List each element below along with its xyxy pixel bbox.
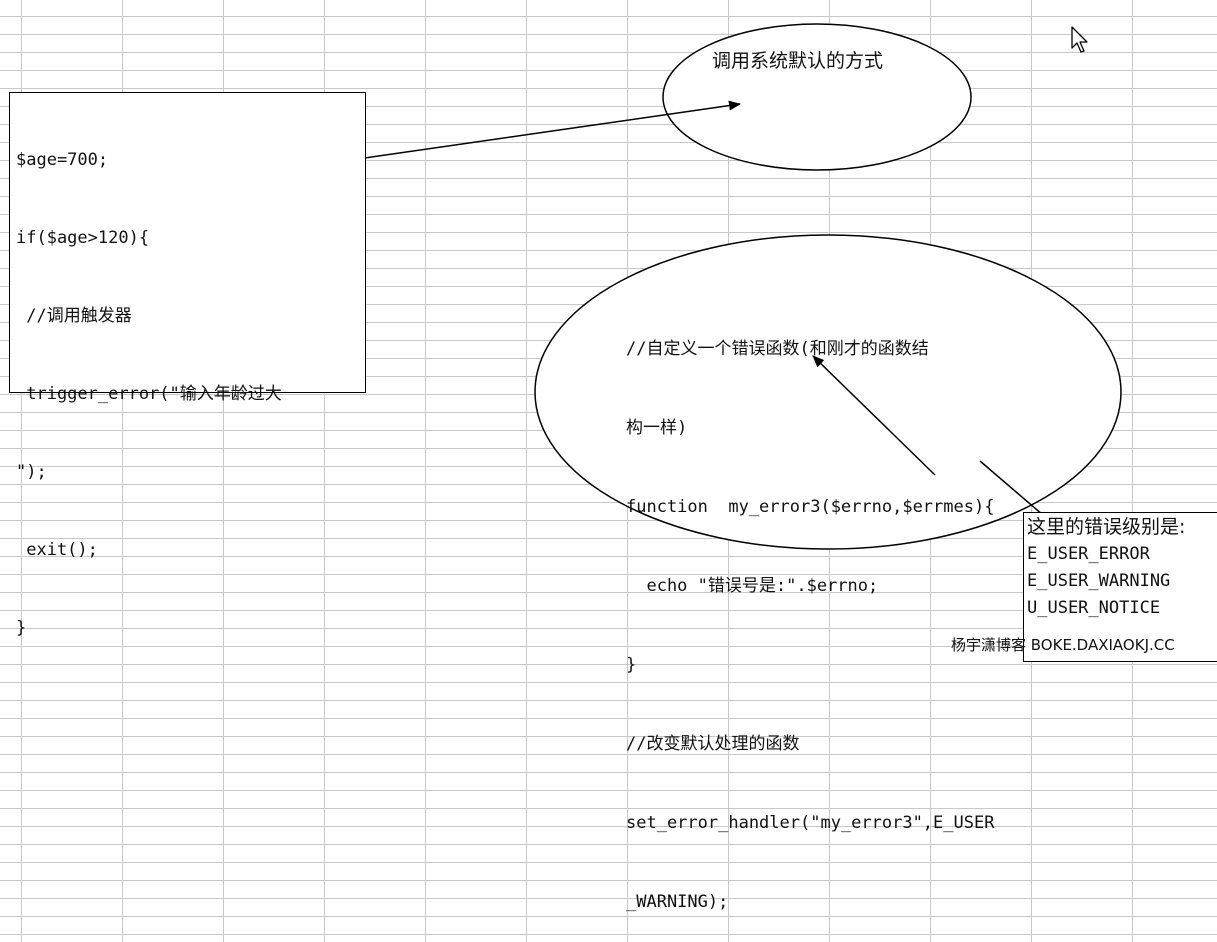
error-levels-title: 这里的错误级别是: (1027, 516, 1186, 538)
handler-line-3: function my_error3($errno,$errmes){ (626, 497, 995, 517)
error-level-item: E_USER_ERROR (1027, 544, 1150, 564)
error-level-item: E_USER_WARNING (1027, 571, 1171, 591)
big-ellipse-code: //自定义一个错误函数(和刚才的函数结 构一样) function my_err… (626, 284, 994, 942)
handler-line-7: set_error_handler("my_error3",E_USER (626, 813, 995, 833)
code-line-2: if($age>120){ (16, 228, 150, 248)
handler-line-6: //改变默认处理的函数 (626, 734, 800, 754)
handler-line-8: _WARNING); (626, 892, 729, 912)
big-ellipse (534, 234, 1122, 550)
code-line-7: } (16, 618, 27, 638)
code-line-1: $age=700; (16, 150, 109, 170)
handler-line-4: echo "错误号是:".$errno; (626, 576, 879, 596)
handler-line-5: } (626, 655, 637, 675)
code-line-5: "); (16, 462, 47, 482)
watermark: 杨宇潇博客 BOKE.DAXIAOKJ.CC (951, 636, 1175, 654)
top-ellipse-label: 调用系统默认的方式 (712, 50, 884, 72)
handler-line-1: //自定义一个错误函数(和刚才的函数结 (626, 339, 929, 359)
handler-line-2: 构一样) (626, 418, 688, 438)
error-level-item: U_USER_NOTICE (1027, 598, 1161, 618)
annotation-layer (169, 23, 1122, 550)
top-ellipse (662, 23, 972, 171)
code-box: $age=700; if($age>120){ //调用触发器 trigger_… (9, 92, 366, 638)
mouse-pointer-icon (1071, 26, 1088, 53)
code-line-6: exit(); (16, 540, 98, 560)
arrow-handler-to-function (812, 355, 936, 476)
code-line-4: trigger_error("输入年龄过大 (16, 384, 282, 404)
code-line-3: //调用触发器 (16, 306, 132, 326)
connector-levels-to-constant (979, 460, 1044, 516)
